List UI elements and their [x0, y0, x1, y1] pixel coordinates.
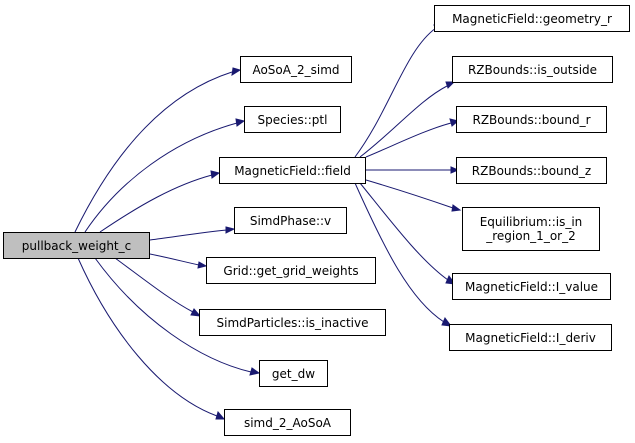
node-label: MagneticField::field [234, 163, 351, 178]
node-label: SimdPhase::v [249, 213, 332, 228]
edge-root-field [99, 174, 213, 233]
node-rzbounds-bound-r[interactable]: RZBounds::bound_r [456, 106, 607, 133]
arrowhead [215, 410, 226, 420]
node-rzbounds-bound-z[interactable]: RZBounds::bound_z [456, 157, 607, 184]
node-equilibrium-is-in-region[interactable]: Equilibrium::is_in _region_1_or_2 [462, 207, 600, 251]
node-label: MagneticField::I_value [464, 279, 599, 294]
node-simd-2-aosoa[interactable]: simd_2_AoSoA [224, 409, 351, 436]
node-label: SimdParticles::is_inactive [216, 315, 369, 330]
arrowhead [445, 81, 456, 89]
node-label: RZBounds::is_outside [467, 62, 598, 77]
node-label: get_dw [271, 366, 316, 381]
node-pullback-weight-c[interactable]: pullback_weight_c [3, 232, 150, 259]
edge-root-aosoa [74, 71, 233, 233]
edge-field-ideriv [354, 182, 445, 323]
edge-root-simdphase [149, 229, 228, 241]
edge-root-species [84, 122, 238, 233]
node-species-ptl[interactable]: Species::ptl [244, 106, 341, 133]
node-magneticfield-i-value[interactable]: MagneticField::I_value [452, 273, 611, 300]
node-label: AoSoA_2_simd [252, 62, 340, 77]
arrowhead [451, 204, 462, 212]
node-label: MagneticField::I_deriv [465, 330, 596, 345]
edge-field-equilibrium [365, 179, 454, 209]
node-label: RZBounds::bound_z [471, 163, 592, 178]
node-simdphase-v[interactable]: SimdPhase::v [234, 207, 347, 234]
edge-field-outside [359, 85, 448, 158]
node-magneticfield-geometry-r[interactable]: MagneticField::geometry_r [434, 5, 630, 32]
node-label: pullback_weight_c [21, 238, 132, 253]
edge-root-grid [149, 253, 200, 266]
arrowhead [225, 226, 236, 234]
node-grid-get-grid-weights[interactable]: Grid::get_grid_weights [206, 257, 376, 284]
edge-root-simd2aosoa [77, 257, 218, 417]
arrowhead [197, 261, 208, 269]
node-label: simd_2_AoSoA [243, 415, 332, 430]
edge-field-geometry [354, 27, 437, 158]
node-get-dw[interactable]: get_dw [259, 360, 328, 387]
arrowhead [190, 308, 202, 317]
node-aosoa-2-simd[interactable]: AoSoA_2_simd [240, 56, 352, 83]
arrowhead [235, 118, 246, 127]
edge-field-boundr [365, 122, 452, 158]
node-label: Grid::get_grid_weights [223, 263, 359, 278]
node-magneticfield-field[interactable]: MagneticField::field [219, 157, 366, 184]
node-magneticfield-i-deriv[interactable]: MagneticField::I_deriv [449, 324, 612, 351]
node-label: MagneticField::geometry_r [452, 11, 612, 26]
arrowhead [231, 67, 242, 76]
node-label: Species::ptl [257, 112, 328, 127]
node-label: RZBounds::bound_r [472, 112, 591, 127]
edge-root-simdparticles [114, 257, 194, 313]
node-simdparticles-is-inactive[interactable]: SimdParticles::is_inactive [199, 309, 386, 336]
edge-field-ivalue [359, 182, 449, 281]
edge-root-getdw [94, 257, 252, 373]
node-rzbounds-is-outside[interactable]: RZBounds::is_outside [452, 56, 613, 83]
node-label: Equilibrium::is_in _region_1_or_2 [479, 215, 583, 243]
arrowhead [249, 367, 261, 376]
arrowhead [441, 317, 453, 327]
arrowhead [210, 170, 221, 179]
arrowhead [450, 166, 460, 174]
